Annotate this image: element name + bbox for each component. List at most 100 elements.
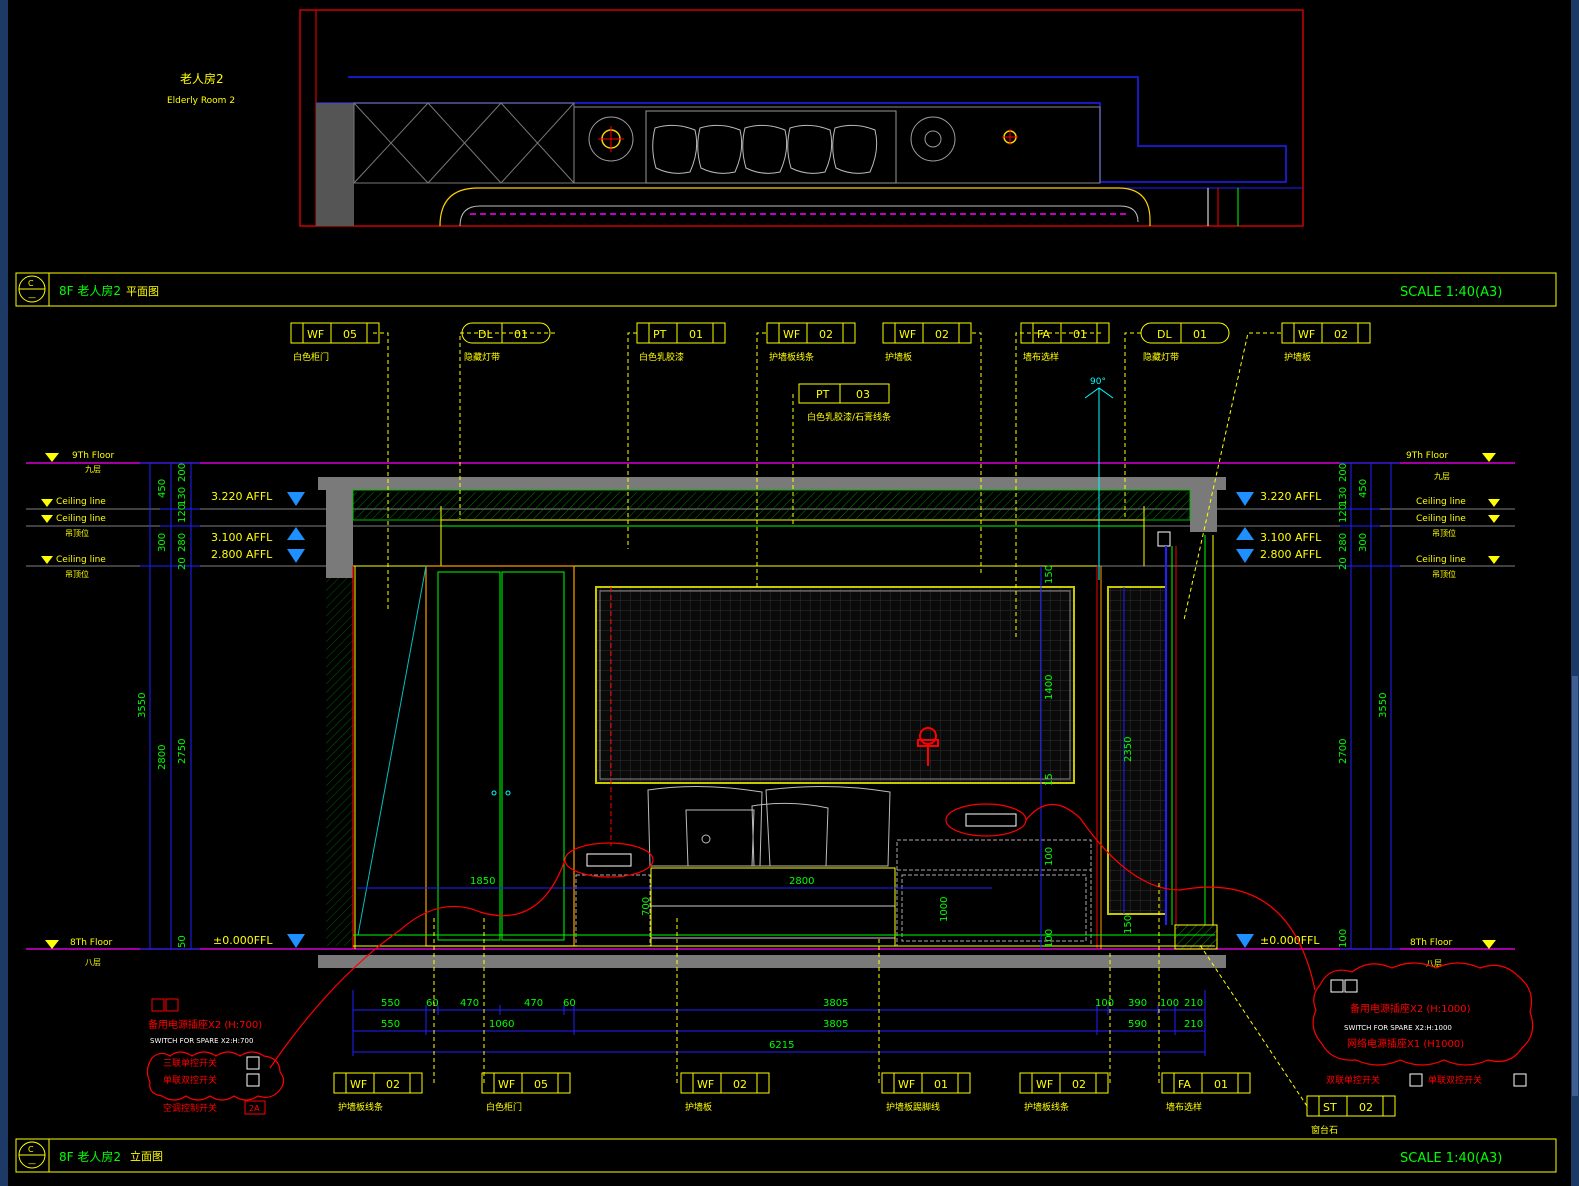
- dim-200-r: 200: [1338, 463, 1349, 482]
- tag-number: 05: [534, 1078, 548, 1091]
- elevation-structure: [26, 462, 1515, 968]
- tag-number: 03: [856, 388, 870, 401]
- tag-code: WF: [307, 328, 324, 341]
- dim-300: 300: [157, 533, 168, 552]
- scrollbar-thumb[interactable]: [1572, 676, 1578, 1096]
- eighth-floor-sub-left: 八层: [85, 958, 101, 967]
- floor-slab: [318, 955, 1226, 968]
- dim-300-r: 300: [1358, 533, 1369, 552]
- right-socket-cloud: [1312, 962, 1534, 1066]
- ceiling-line-label-right-2: Ceiling line: [1416, 514, 1466, 524]
- tag-number: 02: [386, 1078, 400, 1091]
- dim-200: 200: [177, 463, 188, 482]
- tag-number: 02: [1072, 1078, 1086, 1091]
- right-spare-socket-note: 备用电源插座X2 (H:1000): [1350, 1002, 1471, 1015]
- dim-15: 15: [1044, 773, 1055, 786]
- tag-label: 护墙板线条: [1024, 1101, 1069, 1113]
- title-floor-label: 8F 老人房2: [59, 283, 121, 298]
- tag-code: WF: [498, 1078, 515, 1091]
- dim-2750: 2750: [177, 739, 188, 764]
- left-switch-cloud: [146, 1051, 285, 1101]
- left-switch-item-2: 单联双控开关: [163, 1074, 217, 1086]
- dim-550: 550: [381, 998, 400, 1009]
- ceiling-line-label-left-3: Ceiling line: [56, 555, 106, 565]
- ceiling-sub-left: 吊顶位: [65, 528, 89, 538]
- marker-letter: C: [28, 1145, 34, 1154]
- dim-3550: 3550: [137, 693, 148, 718]
- right-switch-b: 单联双控开关: [1428, 1074, 1482, 1086]
- affl-0-right: ±0.000FFL: [1260, 934, 1320, 947]
- tag-label: 护墙板: [1284, 351, 1311, 363]
- side-cabinet: [896, 839, 1092, 947]
- affl-3100-left: 3.100 AFFL: [211, 531, 273, 544]
- ceiling-line-label-left: Ceiling line: [56, 497, 106, 507]
- tag-code: FA: [1037, 328, 1050, 341]
- eighth-floor-label-right: 8Th Floor: [1410, 938, 1452, 948]
- dim-2800: 2800: [157, 745, 168, 770]
- bottom-dimensions: [352, 990, 1206, 1056]
- dim-450: 450: [157, 479, 168, 498]
- angle-label: 90°: [1090, 377, 1106, 387]
- right-dimensions: [1340, 462, 1400, 950]
- dim-210-row2: 210: [1184, 1019, 1203, 1030]
- dim-450-r: 450: [1358, 479, 1369, 498]
- dim-2700-r: 2700: [1338, 739, 1349, 764]
- plan-view: 老人房2 Elderly Room 2: [167, 9, 1304, 227]
- tag-label: 护墙板: [685, 1101, 712, 1113]
- dim-280-r: 280: [1338, 533, 1349, 552]
- tag-label: 白色乳胶漆/石膏线条: [807, 411, 891, 423]
- right-scrollbar-track[interactable]: [1571, 0, 1579, 1186]
- tag-number: 02: [1334, 328, 1348, 341]
- tag-code: WF: [1298, 328, 1315, 341]
- material-tag-top-7: WF 02 护墙板: [1281, 322, 1371, 363]
- dim-100-cabinet: 100: [1044, 847, 1055, 866]
- dim-60-b: 60: [563, 998, 576, 1009]
- leader-lines: [373, 332, 1308, 1107]
- dim-2350: 2350: [1123, 737, 1134, 762]
- ceiling-sub-right: 吊顶位: [1432, 528, 1456, 538]
- title-bar-elevation: C — 8F 老人房2 立面图 SCALE 1:40(A3): [15, 1138, 1557, 1173]
- tag-number: 02: [733, 1078, 747, 1091]
- plan-column: [316, 103, 354, 226]
- affl-3220-left: 3.220 AFFL: [211, 490, 273, 503]
- dim-100-a: 100: [1095, 998, 1114, 1009]
- plan-rug-edge: [439, 187, 1151, 227]
- dim-700: 700: [641, 897, 652, 916]
- tag-code: WF: [350, 1078, 367, 1091]
- dim-470: 470: [460, 998, 479, 1009]
- dim-3550-r: 3550: [1378, 693, 1389, 718]
- marker-number: —: [28, 293, 36, 302]
- affl-3220-right: 3.220 AFFL: [1260, 490, 1322, 503]
- dim-100-c: 100: [1160, 998, 1179, 1009]
- tag-number: 01: [1073, 328, 1087, 341]
- tag-code: WF: [899, 328, 916, 341]
- left-dim-text: 200 450 130 120 300 280 20 3550 2800 275…: [137, 463, 188, 948]
- dim-1060: 1060: [489, 1019, 514, 1030]
- plan-title-en: Elderly Room 2: [167, 96, 235, 106]
- tag-number: 01: [514, 328, 528, 341]
- dim-590: 590: [1128, 1019, 1147, 1030]
- tag-label: 白色柜门: [293, 351, 329, 363]
- electrical-annotations: 备用电源插座X2 (H:700) SWITCH FOR SPARE X2:H:7…: [146, 803, 1534, 1115]
- tag-code: PT: [653, 328, 667, 341]
- dim-130: 130: [177, 487, 188, 506]
- left-switch-note: SWITCH FOR SPARE X2:H:700: [150, 1037, 253, 1045]
- tag-number: 02: [935, 328, 949, 341]
- tag-code: DL: [478, 328, 493, 341]
- dim-150-top: 150: [1044, 565, 1055, 584]
- dim-3805: 3805: [823, 998, 848, 1009]
- tag-number: 02: [819, 328, 833, 341]
- ceiling-slab: [318, 477, 1226, 490]
- affl-0-left: ±0.000FFL: [213, 934, 273, 947]
- tag-code: DL: [1157, 328, 1172, 341]
- affl-2800-right: 2.800 AFFL: [1260, 548, 1322, 561]
- ninth-floor-label-left: 9Th Floor: [72, 451, 114, 461]
